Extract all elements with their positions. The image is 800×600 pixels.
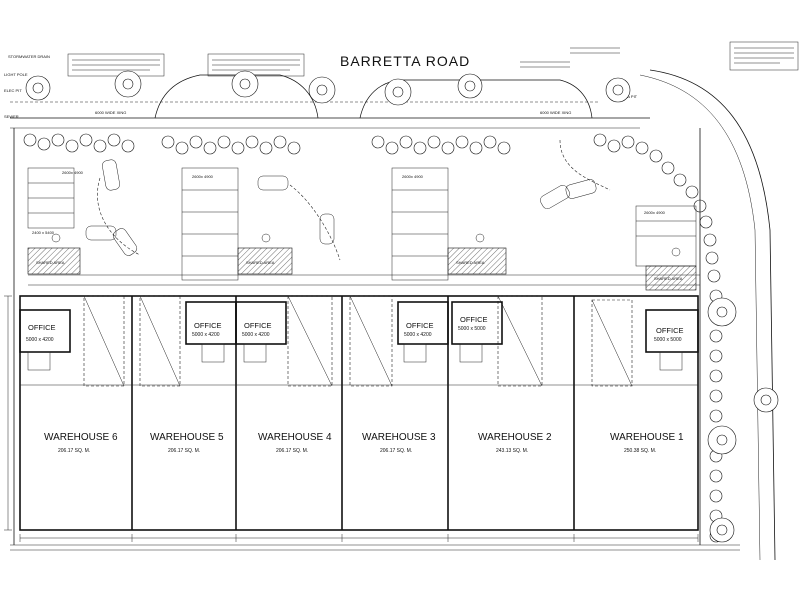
roller-doors xyxy=(83,295,633,387)
office-4-name: OFFICE xyxy=(244,321,272,330)
accessible-parking-icon xyxy=(51,233,681,257)
parking-label-1: 2600x 4900 xyxy=(62,170,84,175)
warehouse-1-area: 250.38 SQ. M. xyxy=(624,448,656,454)
office-4-dims: 5000 x 4200 xyxy=(242,332,270,338)
disabled-space-label: 2400 x 5400 xyxy=(32,230,55,235)
light-pole-label: LIGHT POLE xyxy=(4,72,28,77)
parking-label-4: 2600x 4900 xyxy=(644,210,666,215)
warehouse-2-name: WAREHOUSE 2 xyxy=(478,432,552,443)
parking-label-2: 2600x 4900 xyxy=(192,174,214,179)
office-3-dims: 5000 x 4200 xyxy=(404,332,432,338)
side-trees xyxy=(707,297,779,543)
warehouse-3-area: 206.17 SQ. M. xyxy=(380,448,412,454)
warehouse-4-name: WAREHOUSE 4 xyxy=(258,432,332,443)
warehouse-6-name: WAREHOUSE 6 xyxy=(44,432,118,443)
shared-area-4 xyxy=(645,265,697,291)
office-2-name: OFFICE xyxy=(460,315,488,324)
office-6-name: OFFICE xyxy=(28,323,56,332)
road-title: BARRETTA ROAD xyxy=(340,53,470,69)
front-tree-row xyxy=(25,70,631,106)
road-kerb-curve-inner xyxy=(639,74,761,561)
crossing-left-label: 6000 WIDE XING xyxy=(95,110,126,115)
shared-area-1 xyxy=(27,247,81,275)
shared-area-2 xyxy=(237,247,293,275)
office-1-dims: 5000 x 5000 xyxy=(654,337,682,343)
warehouse-1-name: WAREHOUSE 1 xyxy=(610,432,684,443)
shared-area-label-3: SHARED AREA xyxy=(456,260,485,265)
warehouse-5-area: 206.17 SQ. M. xyxy=(168,448,200,454)
car-park xyxy=(27,167,700,291)
shared-area-3 xyxy=(447,247,507,275)
warehouse-5-name: WAREHOUSE 5 xyxy=(150,432,224,443)
stormwater-label: STORMWATER DRAIN xyxy=(8,54,50,59)
warehouse-4-area: 206.17 SQ. M. xyxy=(276,448,308,454)
office-5-dims: 5000 x 4200 xyxy=(192,332,220,338)
note-box-1 xyxy=(67,53,165,77)
shared-area-label-2: SHARED AREA xyxy=(246,260,275,265)
shared-area-label-4: SHARED AREA xyxy=(654,276,683,281)
parking-label-3: 2600x 4900 xyxy=(402,174,424,179)
sewer-label: SEWER xyxy=(4,114,19,119)
office-1-name: OFFICE xyxy=(656,326,684,335)
shared-area-label-1: SHARED AREA xyxy=(36,260,65,265)
warehouse-6-area: 206.17 SQ. M. xyxy=(58,448,90,454)
office-2-dims: 5000 x 5000 xyxy=(458,326,486,332)
note-box-3 xyxy=(729,41,799,71)
office-6-dims: 5000 x 4200 xyxy=(26,337,54,343)
office-3-name: OFFICE xyxy=(406,321,434,330)
note-box-2 xyxy=(207,53,305,77)
road-kerb-curve xyxy=(649,69,776,561)
landscape-band xyxy=(23,133,723,543)
building-outline xyxy=(19,295,699,531)
warehouse-2-area: 243.13 SQ. M. xyxy=(496,448,528,454)
car-outlines xyxy=(85,159,597,256)
warehouse-3-name: WAREHOUSE 3 xyxy=(362,432,436,443)
crossing-right-label: 6000 WIDE XING xyxy=(540,110,571,115)
office-5-name: OFFICE xyxy=(194,321,222,330)
elec-pit-label: ELEC PIT xyxy=(4,88,22,93)
